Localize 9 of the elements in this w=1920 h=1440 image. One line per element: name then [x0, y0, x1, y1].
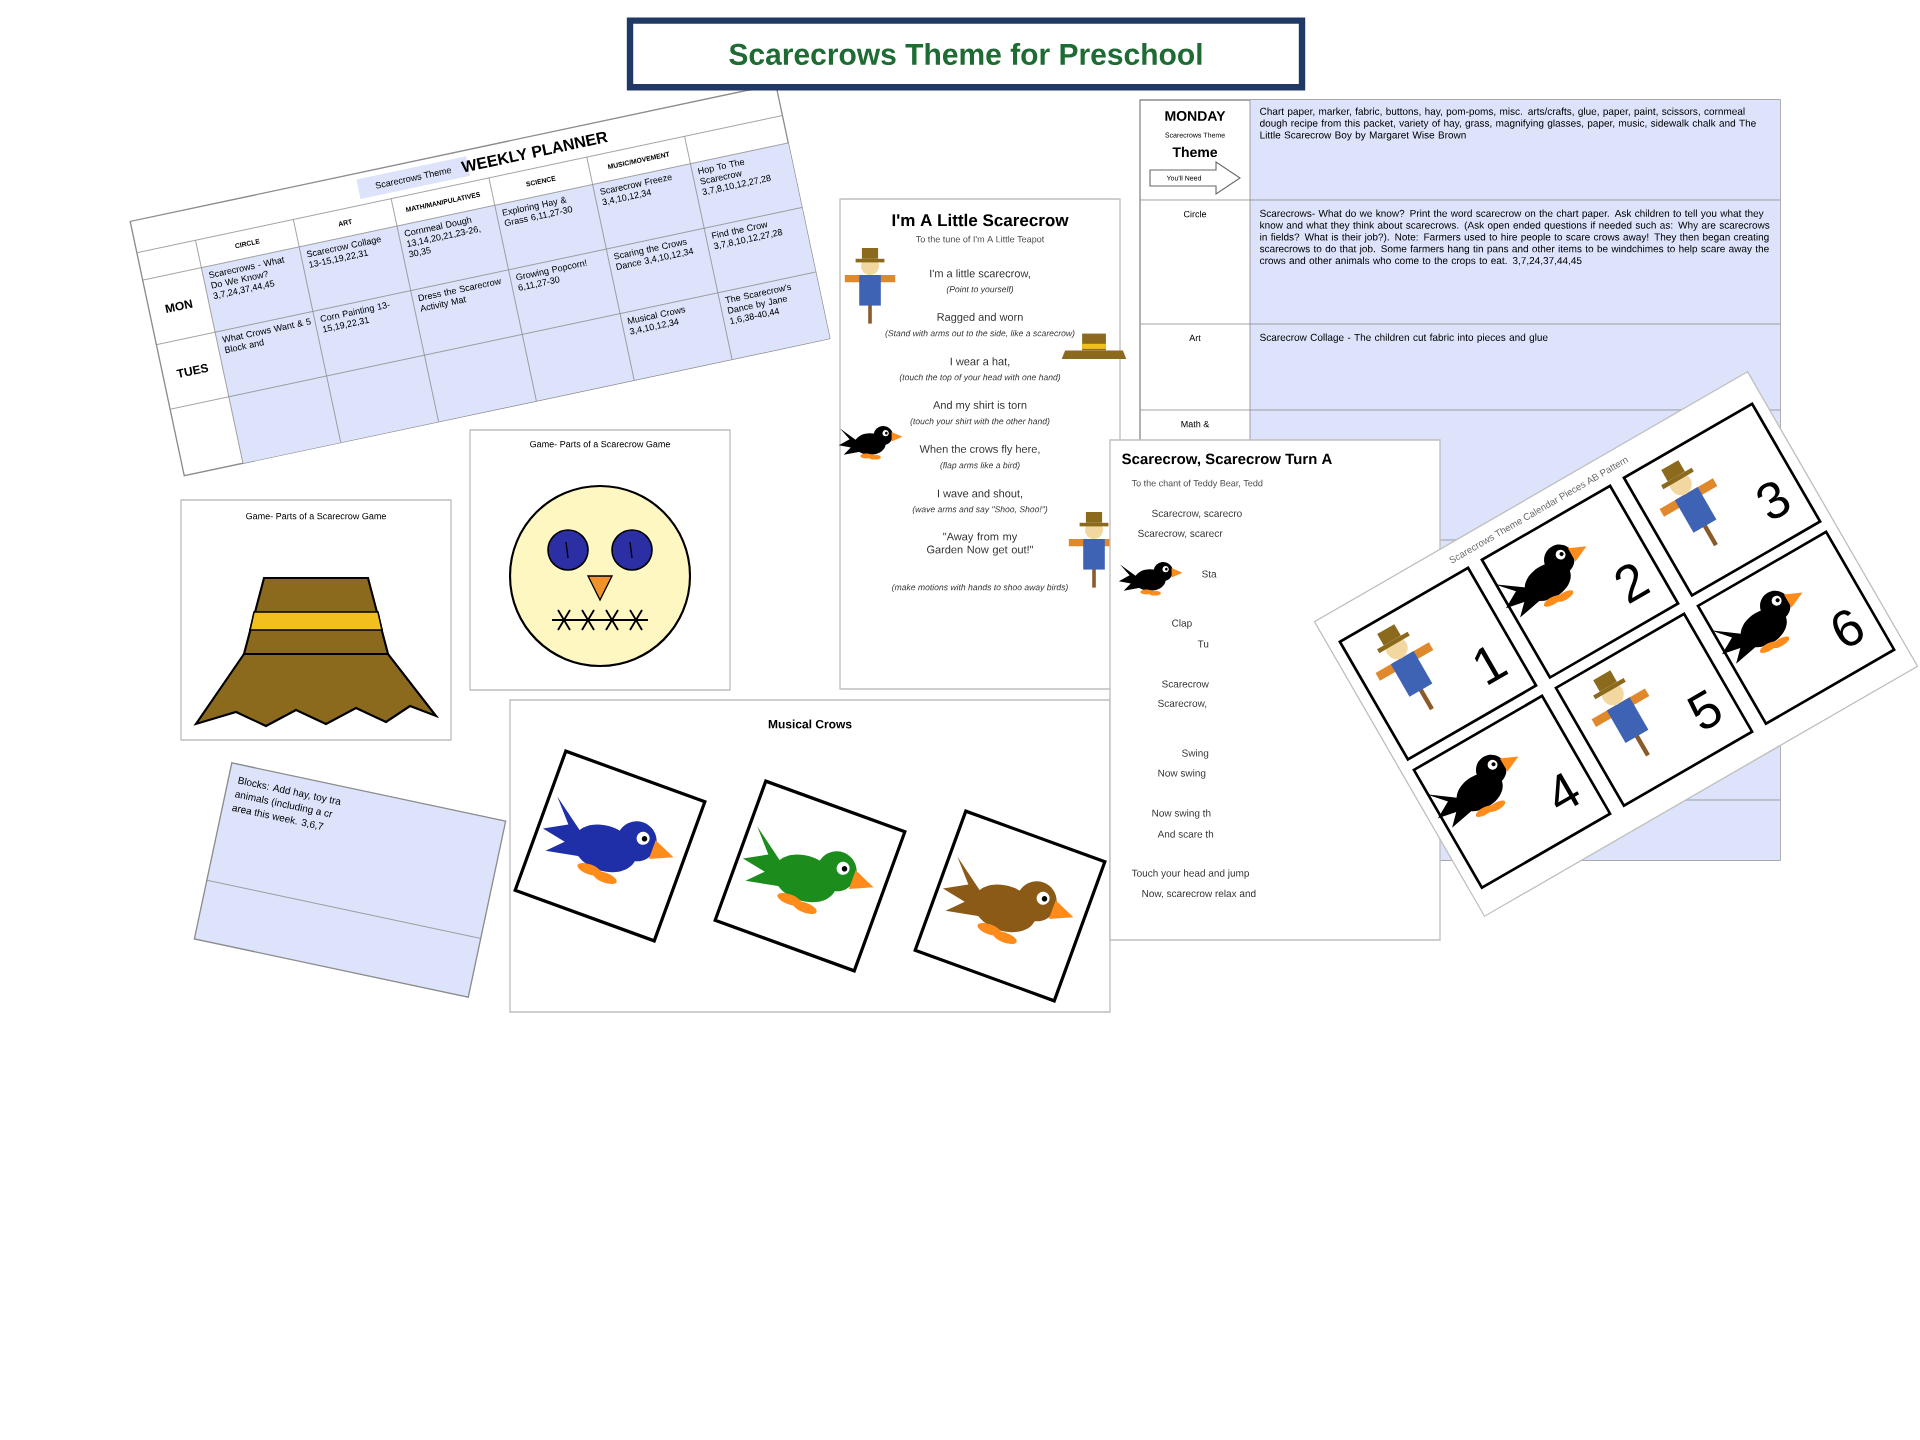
card-number: 6 — [1833, 610, 1863, 646]
planner-title: WEEKLY PLANNER — [460, 131, 609, 173]
card-number: 5 — [1687, 689, 1721, 729]
card-number: 2 — [1615, 564, 1651, 604]
card-number: 1 — [1474, 647, 1509, 685]
card-number: 3 — [1757, 482, 1790, 519]
song-title: I'm A Little Scarecrow — [892, 213, 1069, 227]
card-number: 4 — [1554, 772, 1580, 808]
title-box: Scarecrows Theme for Preschool — [626, 17, 1306, 91]
